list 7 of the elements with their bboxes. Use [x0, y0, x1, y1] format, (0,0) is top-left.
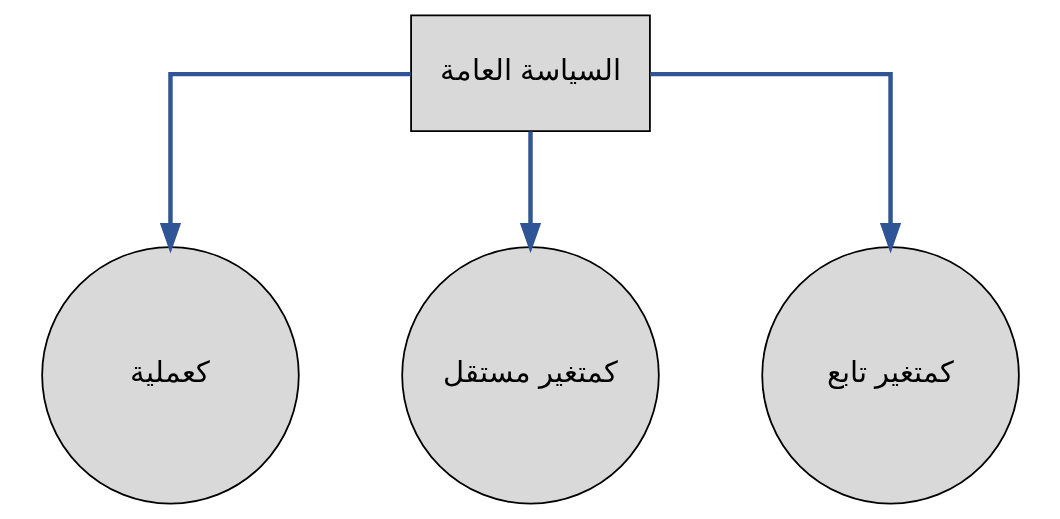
- arrow: [519, 131, 541, 254]
- node-box: السياسة العامة: [409, 14, 651, 133]
- arrow: [649, 71, 901, 254]
- node-circle: كمتغير مستقل: [400, 246, 660, 505]
- node-circle: كمتغير تابع: [760, 246, 1020, 505]
- arrow: [159, 71, 411, 254]
- node-circle: كعملية: [40, 246, 300, 505]
